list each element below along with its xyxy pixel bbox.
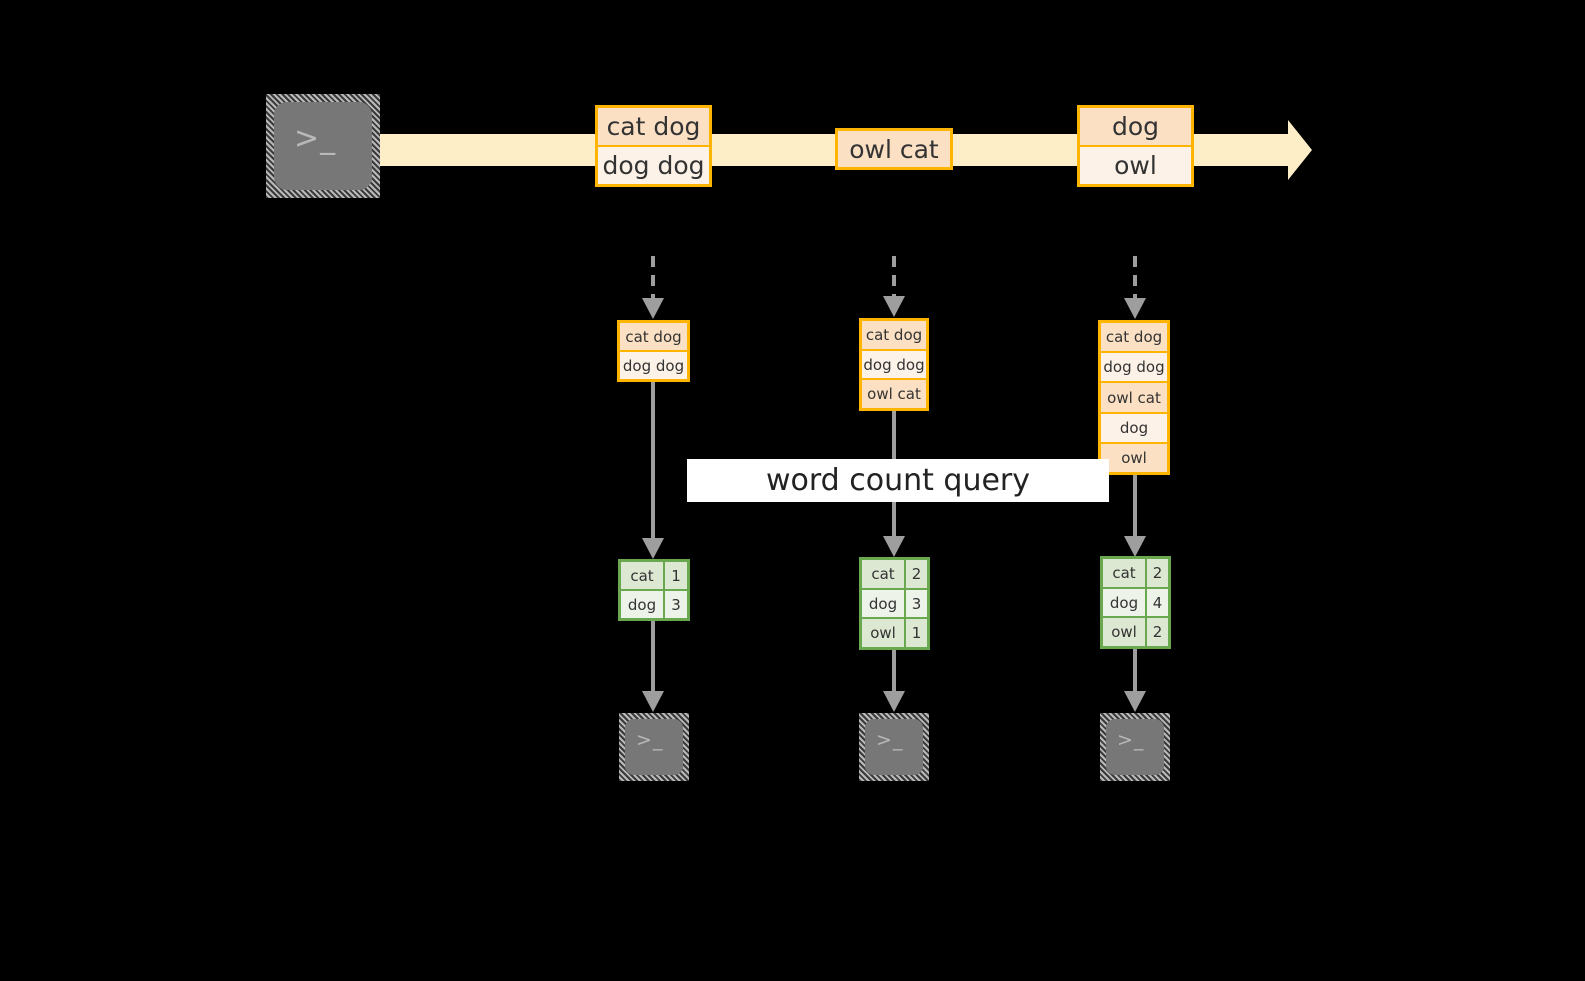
result-row: cat 1 xyxy=(621,562,687,589)
stream-to-snapshot-connector xyxy=(892,256,896,298)
result-row: dog 3 xyxy=(621,589,687,618)
producer-terminal[interactable]: >_ xyxy=(266,94,380,198)
result-word: dog xyxy=(621,591,665,618)
event-line: owl cat xyxy=(838,131,950,167)
stream-to-snapshot-arrowhead xyxy=(883,296,905,317)
snapshot-to-result-arrowhead xyxy=(1124,536,1146,557)
result-row: cat 2 xyxy=(1103,559,1168,587)
consumer-terminal[interactable]: >_ xyxy=(619,713,689,781)
terminal-screen xyxy=(625,719,683,775)
result-count: 2 xyxy=(906,560,927,588)
result-row: cat 2 xyxy=(862,560,927,588)
snapshot-line: dog dog xyxy=(862,348,926,379)
event-line: dog xyxy=(1080,108,1191,145)
result-row: dog 3 xyxy=(862,587,927,618)
result-table[interactable]: cat 2 dog 3 owl 1 xyxy=(859,557,930,650)
stream-to-snapshot-arrowhead xyxy=(1124,298,1146,319)
event-group[interactable]: cat dog dog dog xyxy=(595,105,712,187)
result-to-consumer-connector xyxy=(1133,649,1137,693)
result-word: cat xyxy=(1103,559,1147,587)
snapshot-line: dog dog xyxy=(620,350,687,379)
terminal-screen xyxy=(274,102,372,190)
result-row: owl 2 xyxy=(1103,616,1168,647)
result-to-consumer-arrowhead xyxy=(642,691,664,712)
result-row: owl 1 xyxy=(862,617,927,648)
result-to-consumer-connector xyxy=(892,650,896,693)
snapshot-stack[interactable]: cat dog dog dog xyxy=(617,320,690,382)
terminal-prompt-glyph: >_ xyxy=(636,729,664,751)
snapshot-stack[interactable]: cat dog dog dog owl cat dog owl xyxy=(1098,320,1170,475)
result-word: dog xyxy=(862,589,906,618)
result-row: dog 4 xyxy=(1103,586,1168,617)
result-to-consumer-arrowhead xyxy=(1124,691,1146,712)
stream-to-snapshot-connector xyxy=(651,256,655,300)
snapshot-to-result-connector xyxy=(651,382,655,540)
snapshot-line: dog xyxy=(1101,411,1167,442)
result-word: owl xyxy=(1103,618,1147,647)
result-count: 1 xyxy=(906,619,927,648)
snapshot-line: cat dog xyxy=(1101,323,1167,352)
result-word: cat xyxy=(621,562,665,589)
result-to-consumer-arrowhead xyxy=(883,691,905,712)
event-group[interactable]: owl cat xyxy=(835,128,953,170)
event-stream-arrowhead xyxy=(1288,120,1312,180)
terminal-screen xyxy=(865,719,923,775)
snapshot-to-result-connector xyxy=(1133,475,1137,538)
terminal-prompt-glyph: >_ xyxy=(294,121,337,156)
consumer-terminal[interactable]: >_ xyxy=(859,713,929,781)
terminal-screen xyxy=(1106,719,1164,775)
result-count: 4 xyxy=(1147,588,1168,617)
snapshot-line: cat dog xyxy=(620,323,687,350)
terminal-prompt-glyph: >_ xyxy=(1117,729,1145,751)
snapshot-line: owl cat xyxy=(862,378,926,409)
result-table[interactable]: cat 2 dog 4 owl 2 xyxy=(1100,556,1171,649)
terminal-prompt-glyph: >_ xyxy=(876,729,904,751)
query-label: word count query xyxy=(687,459,1109,502)
result-to-consumer-connector xyxy=(651,621,655,693)
event-line: owl xyxy=(1080,145,1191,184)
result-word: dog xyxy=(1103,588,1147,617)
snapshot-line: dog dog xyxy=(1101,351,1167,382)
result-count: 2 xyxy=(1147,559,1168,587)
result-count: 3 xyxy=(906,589,927,618)
snapshot-to-result-arrowhead xyxy=(883,536,905,557)
event-group[interactable]: dog owl xyxy=(1077,105,1194,187)
result-count: 3 xyxy=(665,591,687,618)
event-line: cat dog xyxy=(598,108,709,145)
consumer-terminal[interactable]: >_ xyxy=(1100,713,1170,781)
stream-to-snapshot-arrowhead xyxy=(642,298,664,319)
result-count: 2 xyxy=(1147,618,1168,647)
snapshot-line: owl xyxy=(1101,441,1167,473)
stream-to-snapshot-connector xyxy=(1133,256,1137,300)
event-line: dog dog xyxy=(598,145,709,184)
snapshot-line: owl cat xyxy=(1101,381,1167,412)
result-word: cat xyxy=(862,560,906,588)
snapshot-stack[interactable]: cat dog dog dog owl cat xyxy=(859,318,929,411)
snapshot-to-result-arrowhead xyxy=(642,538,664,559)
result-count: 1 xyxy=(665,562,687,589)
result-word: owl xyxy=(862,619,906,648)
result-table[interactable]: cat 1 dog 3 xyxy=(618,559,690,621)
snapshot-line: cat dog xyxy=(862,321,926,349)
